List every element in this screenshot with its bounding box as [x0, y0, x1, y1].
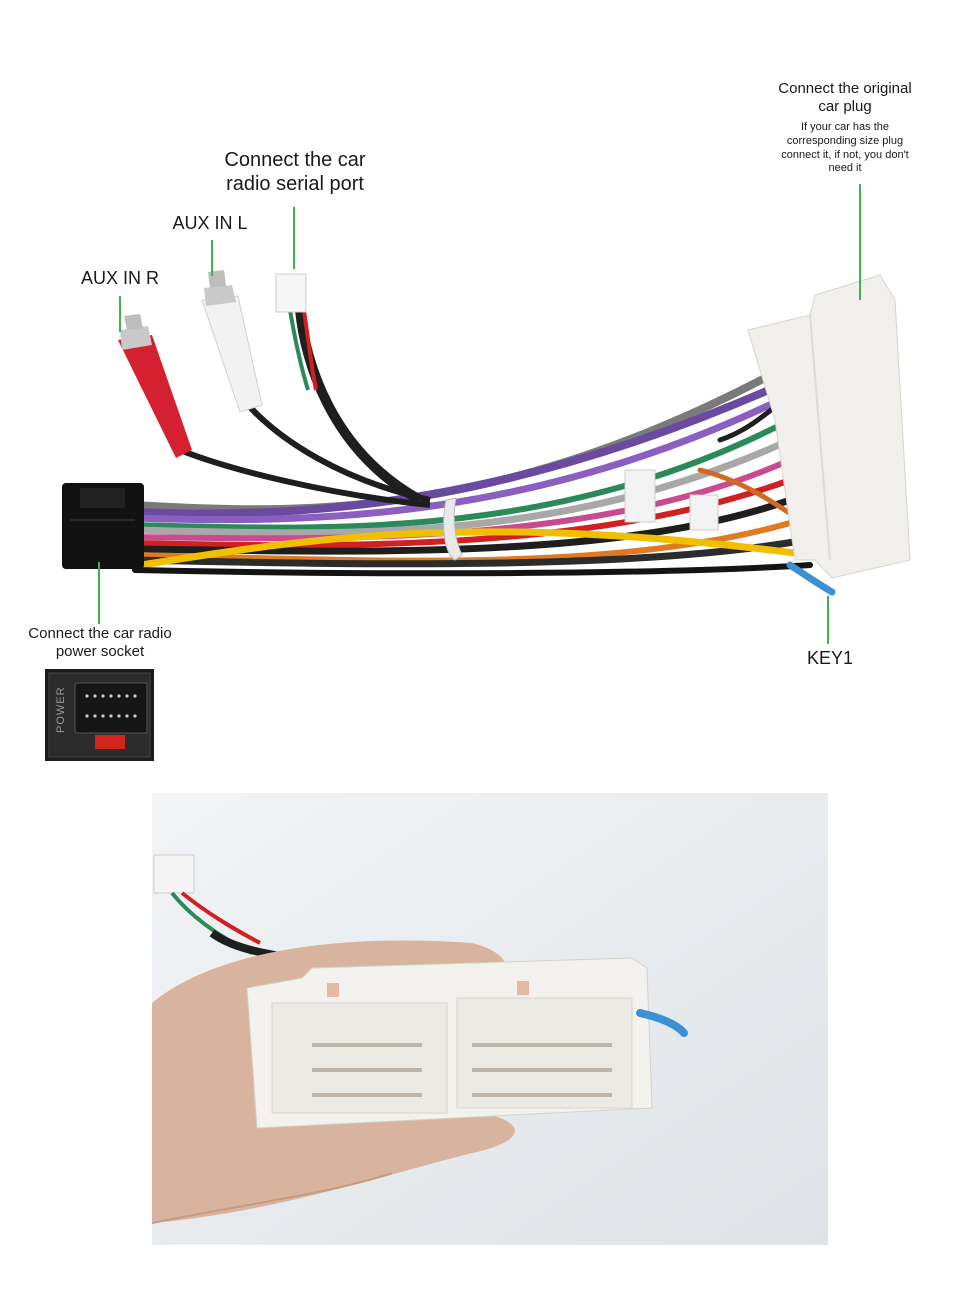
- cable-tie: [443, 497, 463, 561]
- black-power-connector: [62, 483, 144, 569]
- label-key1: KEY1: [806, 648, 854, 668]
- wire-label-tag: [624, 469, 656, 523]
- label-power-socket: Connect the car radio power socket: [28, 625, 172, 660]
- label-original-plug-note: If your car has the corresponding size p…: [781, 121, 909, 175]
- socket-power-text: POWER: [55, 686, 67, 733]
- power-socket-inset: POWER: [45, 669, 154, 761]
- pointer-key1: [827, 596, 829, 644]
- white-connector-photo: [246, 957, 653, 1129]
- hand-shape: [152, 940, 515, 1223]
- white-car-plug: [747, 274, 911, 579]
- label-aux-in-l: AUX IN L: [172, 213, 248, 233]
- pointer-power-socket: [98, 562, 100, 624]
- pointer-serial: [293, 207, 295, 269]
- plug-photo: [152, 793, 828, 1245]
- aux-r-cable: [118, 314, 431, 508]
- label-aux-in-r: AUX IN R: [80, 268, 159, 288]
- key1-wire: [786, 561, 836, 596]
- harness-illustration: [62, 270, 911, 596]
- pointer-aux-l: [211, 240, 213, 276]
- label-original-plug: Connect the original car plug: [778, 80, 912, 115]
- wire-label-tag: [689, 494, 719, 531]
- pointer-original-plug: [859, 184, 861, 300]
- pointer-aux-r: [119, 296, 121, 332]
- fuse-icon: [95, 735, 125, 749]
- label-serial-port: Connect the car radio serial port: [224, 149, 366, 195]
- serial-port-cable: [275, 273, 423, 505]
